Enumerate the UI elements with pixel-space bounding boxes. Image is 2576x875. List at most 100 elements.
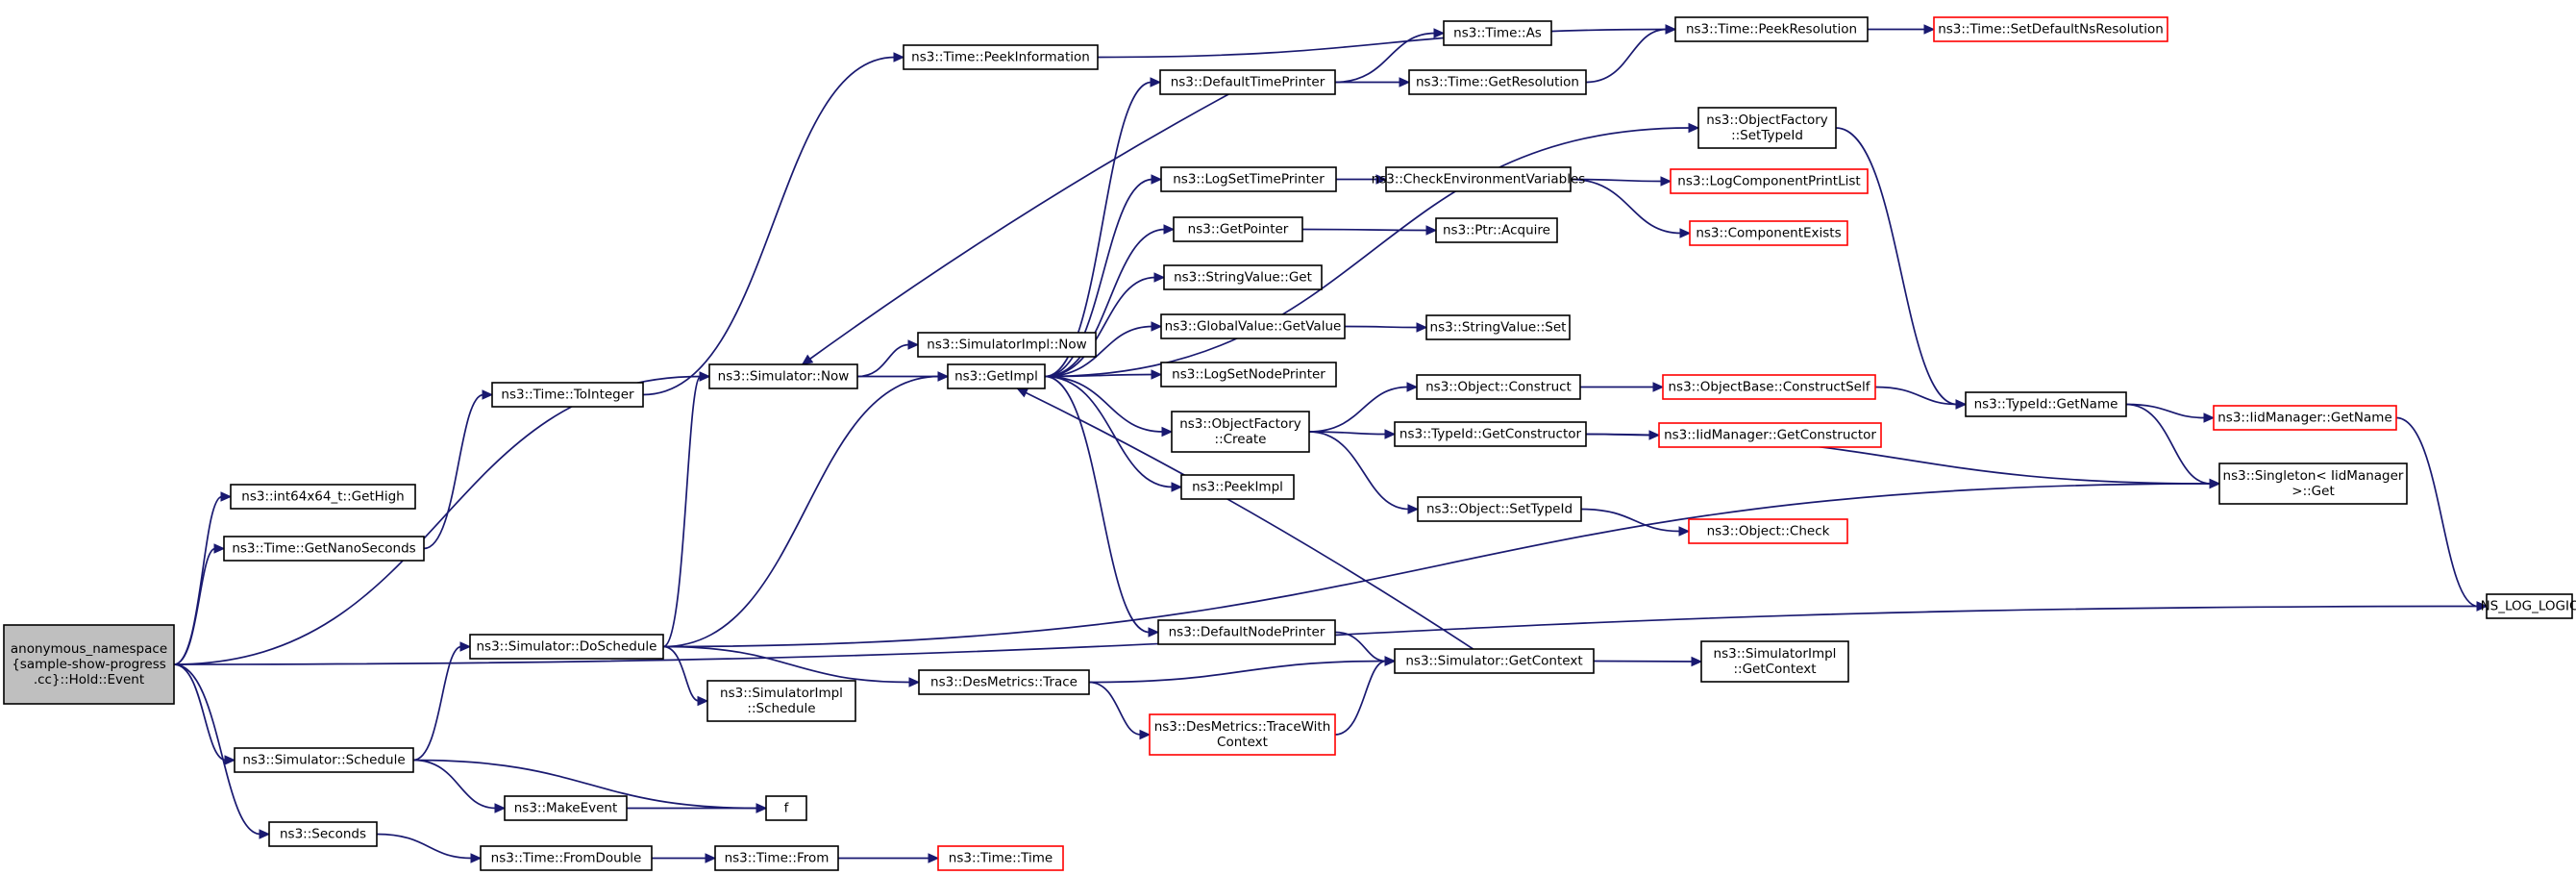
node-objCheck[interactable]: ns3::Object::Check [1688,518,1848,544]
node-logSetTimePrinter[interactable]: ns3::LogSetTimePrinter [1160,166,1337,192]
node-box [708,363,858,389]
node-singletonGet[interactable]: ns3::Singleton< IidManager>::Get [2218,462,2408,505]
node-defaultNodePrinter[interactable]: ns3::DefaultNodePrinter [1157,619,1336,645]
node-label: ns3::Time::As [1453,26,1542,41]
node-box [1157,619,1336,645]
node-stringValueSet[interactable]: ns3::StringValue::Set [1425,314,1571,340]
node-peekImpl[interactable]: ns3::PeekImpl [1180,474,1295,500]
edge-getImpl-to-stringValueGet [1044,272,1166,378]
node-getHigh[interactable]: ns3::int64x64_t::GetHigh [230,484,416,510]
node-label: ns3::SimulatorImpl [720,686,843,701]
node-label: ns3::MakeEvent [514,801,618,816]
node-ofCreate[interactable]: ns3::ObjectFactory::Create [1171,411,1310,453]
node-box [1674,16,1869,42]
node-box [1670,168,1869,194]
node-box [1435,217,1558,243]
node-timeAs[interactable]: ns3::Time::As [1443,20,1552,46]
edge-logSetTimePrinter-to-checkEnv [1336,174,1388,185]
node-getImpl[interactable]: ns3::GetImpl [947,363,1046,389]
node-seconds[interactable]: ns3::Seconds [268,821,378,847]
node-checkEnv[interactable]: ns3::CheckEnvironmentVariables [1372,166,1586,192]
node-simImplSchedule[interactable]: ns3::SimulatorImpl::Schedule [706,680,856,722]
node-label: ns3::LogSetNodePrinter [1172,367,1325,383]
node-makeEvent[interactable]: ns3::MakeEvent [504,795,628,821]
node-stringValueGet[interactable]: ns3::StringValue::Get [1163,264,1323,290]
node-fromDouble[interactable]: ns3::Time::FromDouble [480,845,653,871]
node-box [230,484,416,510]
node-label: ns3::StringValue::Set [1430,320,1567,336]
node-getResolution[interactable]: ns3::Time::GetResolution [1408,69,1587,95]
node-label: ns3::Time::PeekResolution [1686,22,1857,38]
node-box [1688,518,1848,544]
node-typeIdGetName[interactable]: ns3::TypeId::GetName [1965,391,2127,417]
edge-typeIdGetName-to-iidGetName [2125,403,2216,423]
node-getNanoSeconds[interactable]: ns3::Time::GetNanoSeconds [223,536,425,562]
edge-objSetTypeId-to-objCheck [1580,508,1691,537]
node-label: ns3::Simulator::Schedule [242,753,405,768]
node-simImplNow[interactable]: ns3::SimulatorImpl::Now [917,332,1097,358]
node-timeTime[interactable]: ns3::Time::Time [937,845,1064,871]
node-label: NS_LOG_LOGIC [2481,599,2576,614]
edge-root-to-simSchedule [173,663,236,765]
node-obConstructSelf[interactable]: ns3::ObjectBase::ConstructSelf [1662,374,1876,400]
node-getPointer[interactable]: ns3::GetPointer [1173,216,1303,242]
node-box [1658,422,1882,448]
node-typeIdGetCtor[interactable]: ns3::TypeId::GetConstructor [1394,421,1587,447]
node-simNow[interactable]: ns3::Simulator::Now [708,363,858,389]
node-box [1160,313,1346,339]
node-gvGetValue[interactable]: ns3::GlobalValue::GetValue [1160,313,1346,339]
node-f[interactable]: f [765,795,807,821]
node-label: >::Get [2291,484,2334,499]
node-box [1662,374,1876,400]
edge-fromDouble-to-timeFrom [652,853,717,863]
node-peekResolution[interactable]: ns3::Time::PeekResolution [1674,16,1869,42]
edge-getImpl-to-logSetTimePrinter [1044,174,1163,378]
node-label: f [784,801,790,816]
node-iidGetName[interactable]: ns3::IidManager::GetName [2213,405,2397,431]
node-defaultTimePrinter[interactable]: ns3::DefaultTimePrinter [1159,69,1336,95]
node-iidGetCtor[interactable]: ns3::IidManager::GetConstructor [1658,422,1882,448]
node-logSetNodePrinter[interactable]: ns3::LogSetNodePrinter [1160,362,1337,388]
edge-desTrace-to-simGetContext [1088,656,1397,684]
edge-getPointer-to-ptrAcquire [1301,225,1438,236]
node-doSchedule[interactable]: ns3::Simulator::DoSchedule [469,634,664,660]
node-simSchedule[interactable]: ns3::Simulator::Schedule [234,747,414,773]
node-box [1417,496,1582,522]
node-ofSetTypeId[interactable]: ns3::ObjectFactory::SetTypeId [1697,107,1837,149]
node-box [491,382,644,408]
node-desTrace[interactable]: ns3::DesMetrics::Trace [918,669,1090,695]
node-toInteger[interactable]: ns3::Time::ToInteger [491,382,644,408]
node-setDefaultNsRes[interactable]: ns3::Time::SetDefaultNsResolution [1933,16,2168,42]
edge-getImpl-to-logSetNodePrinter [1044,369,1163,380]
node-box [1149,713,1336,756]
edge-defaultTimePrinter-to-getResolution [1335,77,1411,88]
node-ptrAcquire[interactable]: ns3::Ptr::Acquire [1435,217,1558,243]
edge-getImpl-to-gvGetValue [1044,321,1163,378]
node-label: ns3::GlobalValue::GetValue [1165,319,1342,335]
node-timeFrom[interactable]: ns3::Time::From [714,845,839,871]
node-label: ns3::int64x64_t::GetHigh [241,489,404,505]
node-label: ns3::Ptr::Acquire [1443,223,1550,238]
node-label: ns3::SimulatorImpl [1714,646,1837,662]
node-box [1173,216,1303,242]
node-label: ns3::Time::Time [949,851,1053,866]
node-simImplGetContext[interactable]: ns3::SimulatorImpl::GetContext [1700,640,1849,683]
node-logCompPrintList[interactable]: ns3::LogComponentPrintList [1670,168,1869,194]
node-componentExists[interactable]: ns3::ComponentExists [1689,220,1848,246]
edge-root-to-simNow [173,371,711,665]
node-label: ns3::TypeId::GetName [1974,397,2118,412]
edge-peekInformation-to-peekResolution [1097,24,1677,59]
node-box [1394,648,1595,674]
node-objConstruct[interactable]: ns3::Object::Construct [1416,374,1581,400]
node-simGetContext[interactable]: ns3::Simulator::GetContext [1394,648,1595,674]
node-objSetTypeId[interactable]: ns3::Object::SetTypeId [1417,496,1582,522]
node-box [1159,69,1336,95]
edge-seconds-to-fromDouble [376,833,483,863]
node-box [1443,20,1552,46]
node-nsLogLogic[interactable]: NS_LOG_LOGIC [2481,593,2576,619]
node-box [1385,166,1572,192]
node-peekInformation[interactable]: ns3::Time::PeekInformation [903,44,1099,70]
node-label: {sample-show-progress [12,657,166,672]
node-box [1965,391,2127,417]
